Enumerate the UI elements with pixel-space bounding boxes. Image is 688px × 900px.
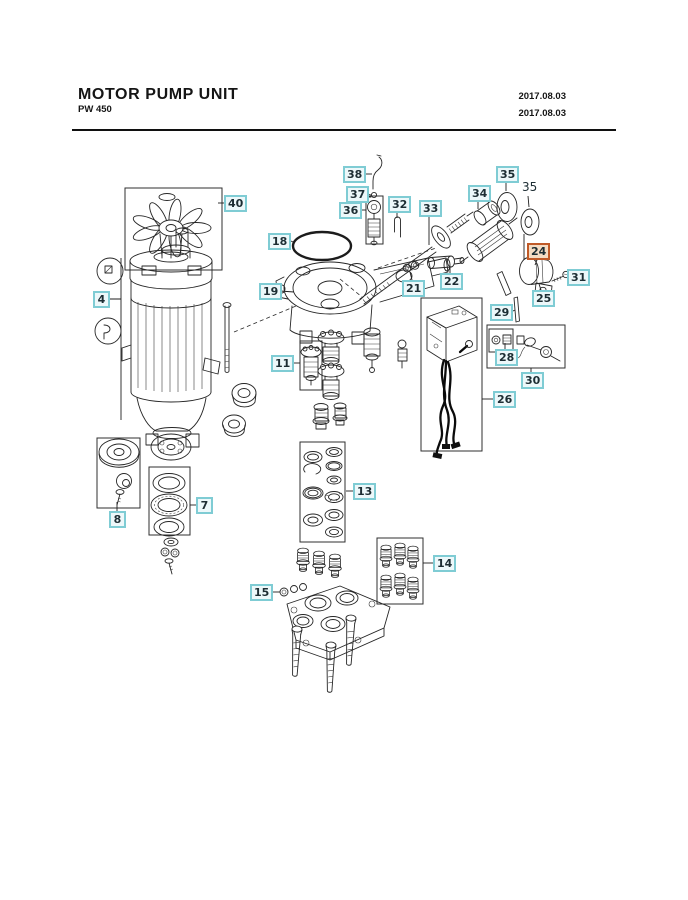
callout-25[interactable]: 25 (532, 290, 556, 307)
callout-36[interactable]: 36 (339, 202, 363, 219)
callout-26[interactable]: 26 (493, 391, 517, 408)
valve-kit (300, 345, 322, 386)
callout-21[interactable]: 21 (402, 280, 426, 297)
callout-7[interactable]: 7 (196, 497, 213, 514)
o-ring-large (291, 230, 353, 262)
rubber-caps (222, 383, 257, 437)
callout-38[interactable]: 38 (343, 166, 367, 183)
callout-35[interactable]: 35 (496, 166, 520, 183)
rotor (460, 217, 518, 263)
electric-motor (121, 227, 221, 448)
wiring-harness (432, 340, 473, 459)
callout-4[interactable]: 4 (93, 291, 110, 308)
callout-14[interactable]: 14 (433, 555, 457, 572)
group-boxes (96, 187, 566, 605)
bearing-kit-box (148, 466, 191, 536)
header-divider (72, 129, 616, 131)
callout-33[interactable]: 33 (419, 200, 443, 217)
model-number: PW 450 (78, 104, 112, 115)
bearing-disc-right (150, 433, 192, 461)
callout-37[interactable]: 37 (346, 186, 370, 203)
callout-19[interactable]: 19 (259, 283, 283, 300)
revision-date-top: 2017.08.03 (518, 91, 566, 102)
page-title: MOTOR PUMP UNIT (78, 86, 239, 103)
harness-box (420, 297, 483, 452)
seal-kit-box (299, 441, 346, 543)
valve-set-box (376, 537, 424, 605)
callout-40[interactable]: 40 (224, 195, 248, 212)
callout-34[interactable]: 34 (468, 185, 492, 202)
callout-29[interactable]: 29 (490, 304, 514, 321)
detail-circle-clip (96, 257, 124, 285)
cotter-pin (394, 216, 401, 238)
wear-plate (496, 271, 512, 296)
unloader-valve (363, 327, 408, 373)
callout-22[interactable]: 22 (440, 273, 464, 290)
callout-32[interactable]: 32 (388, 196, 412, 213)
fan-box (124, 187, 223, 271)
revision-date-bottom: 2017.08.03 (518, 108, 566, 119)
detail-circle-brush (94, 317, 122, 345)
cooling-fan (132, 193, 212, 263)
hose-fittings (312, 402, 348, 430)
callout-24[interactable]: 24 (527, 243, 551, 260)
callout-18[interactable]: 18 (268, 233, 292, 250)
callout-13[interactable]: 13 (353, 483, 377, 500)
eccentric-assembly (115, 473, 132, 506)
bearing-kit (150, 473, 188, 537)
plain-label-35: 35 (522, 180, 538, 194)
motor-through-bolt (222, 302, 232, 373)
dipstick-tube (372, 154, 383, 190)
piston-assembly (367, 200, 381, 246)
plunger-stack (317, 329, 345, 400)
thermal-protector (491, 334, 561, 362)
shaft-bearing (473, 200, 501, 226)
callout-8[interactable]: 8 (109, 511, 126, 528)
capacitor-box (426, 305, 478, 363)
outlet-fitting (427, 255, 465, 269)
bearing-disc-left (98, 438, 140, 468)
revision-dates: 2017.08.03 2017.08.03 (440, 88, 566, 122)
callout-11[interactable]: 11 (271, 355, 295, 372)
callout-28[interactable]: 28 (495, 349, 519, 366)
washer-ring-left (496, 192, 518, 222)
bearing-kit-hardware (160, 537, 180, 575)
dowel-pin (513, 296, 520, 323)
callout-15[interactable]: 15 (250, 584, 274, 601)
thermal-box (486, 324, 566, 369)
crankshaft (359, 211, 474, 305)
callout-31[interactable]: 31 (567, 269, 591, 286)
washer-ring-right (520, 208, 540, 236)
piston-box (365, 195, 384, 245)
callout-30[interactable]: 30 (521, 372, 545, 389)
seal-kit (302, 447, 344, 538)
eccentric-box (96, 437, 141, 509)
